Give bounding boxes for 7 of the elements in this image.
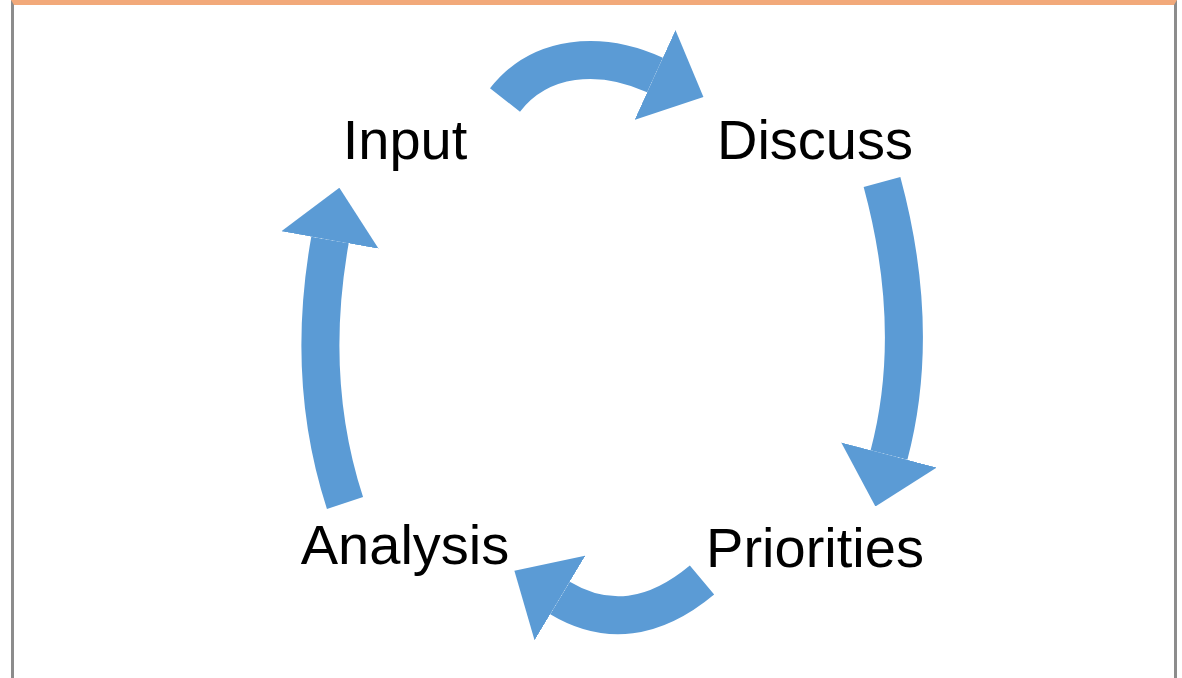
step-label: Analysis: [299, 512, 511, 578]
curved-arrow: [490, 29, 705, 121]
curved-arrow: [281, 187, 379, 509]
step-label: Priorities: [705, 515, 925, 581]
curved-arrow: [840, 177, 938, 507]
step-label: Discuss: [716, 107, 914, 173]
step-label: Input: [341, 107, 469, 173]
